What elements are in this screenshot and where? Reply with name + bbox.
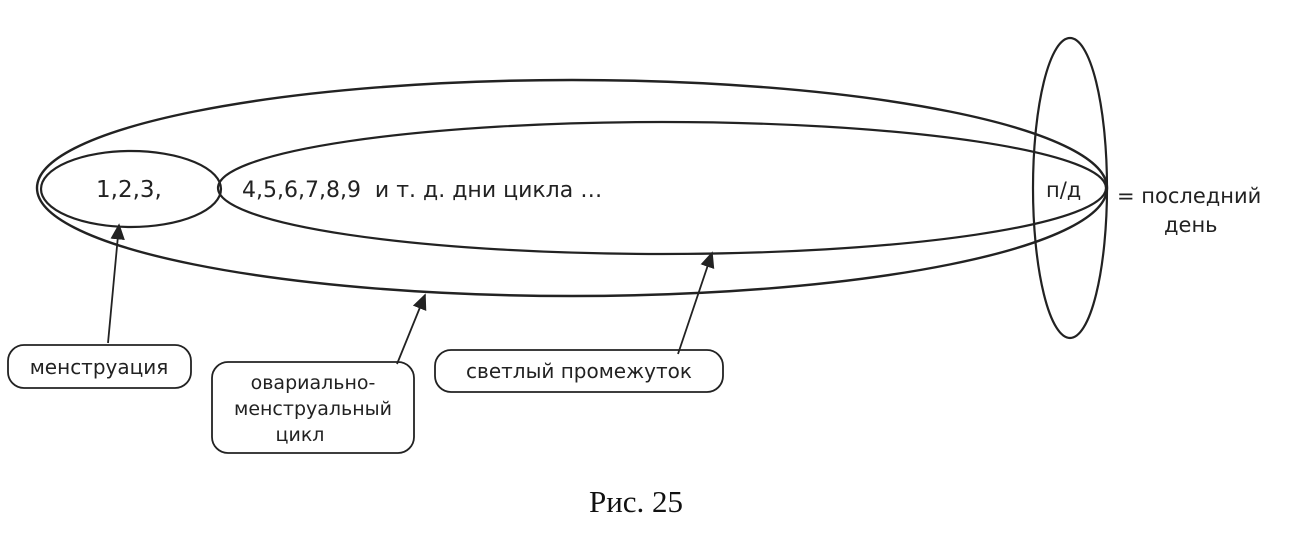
menstruation-callout-box: [7, 344, 192, 389]
last-day-note-line2: день: [1164, 213, 1218, 237]
figure-caption: Рис. 25: [589, 484, 683, 519]
light-interval-arrow: [677, 251, 715, 355]
light-interval-callout-text: светлый промежуток: [466, 359, 692, 383]
menstruation-arrow: [107, 223, 125, 344]
other-days-label: 4,5,6,7,8,9 и т. д. дни цикла …: [242, 178, 602, 203]
menstruation-callout-text: менструация: [30, 355, 169, 379]
light-interval-callout-box: [434, 349, 724, 393]
last-day-note-line1: = последний: [1117, 184, 1261, 208]
cycle-callout-box: [211, 361, 415, 454]
cycle-callout-line1: овариально-: [251, 372, 376, 394]
first-days-label: 1,2,3,: [96, 177, 162, 203]
cycle-callout-line2: менструальный: [234, 398, 392, 420]
cycle-arrow: [396, 293, 427, 365]
menstruation-ellipse: [39, 149, 223, 229]
last-day-label: п/д: [1046, 178, 1081, 202]
cycle-callout-line3: цикл: [276, 424, 325, 446]
last-day-ellipse: [1031, 36, 1109, 340]
